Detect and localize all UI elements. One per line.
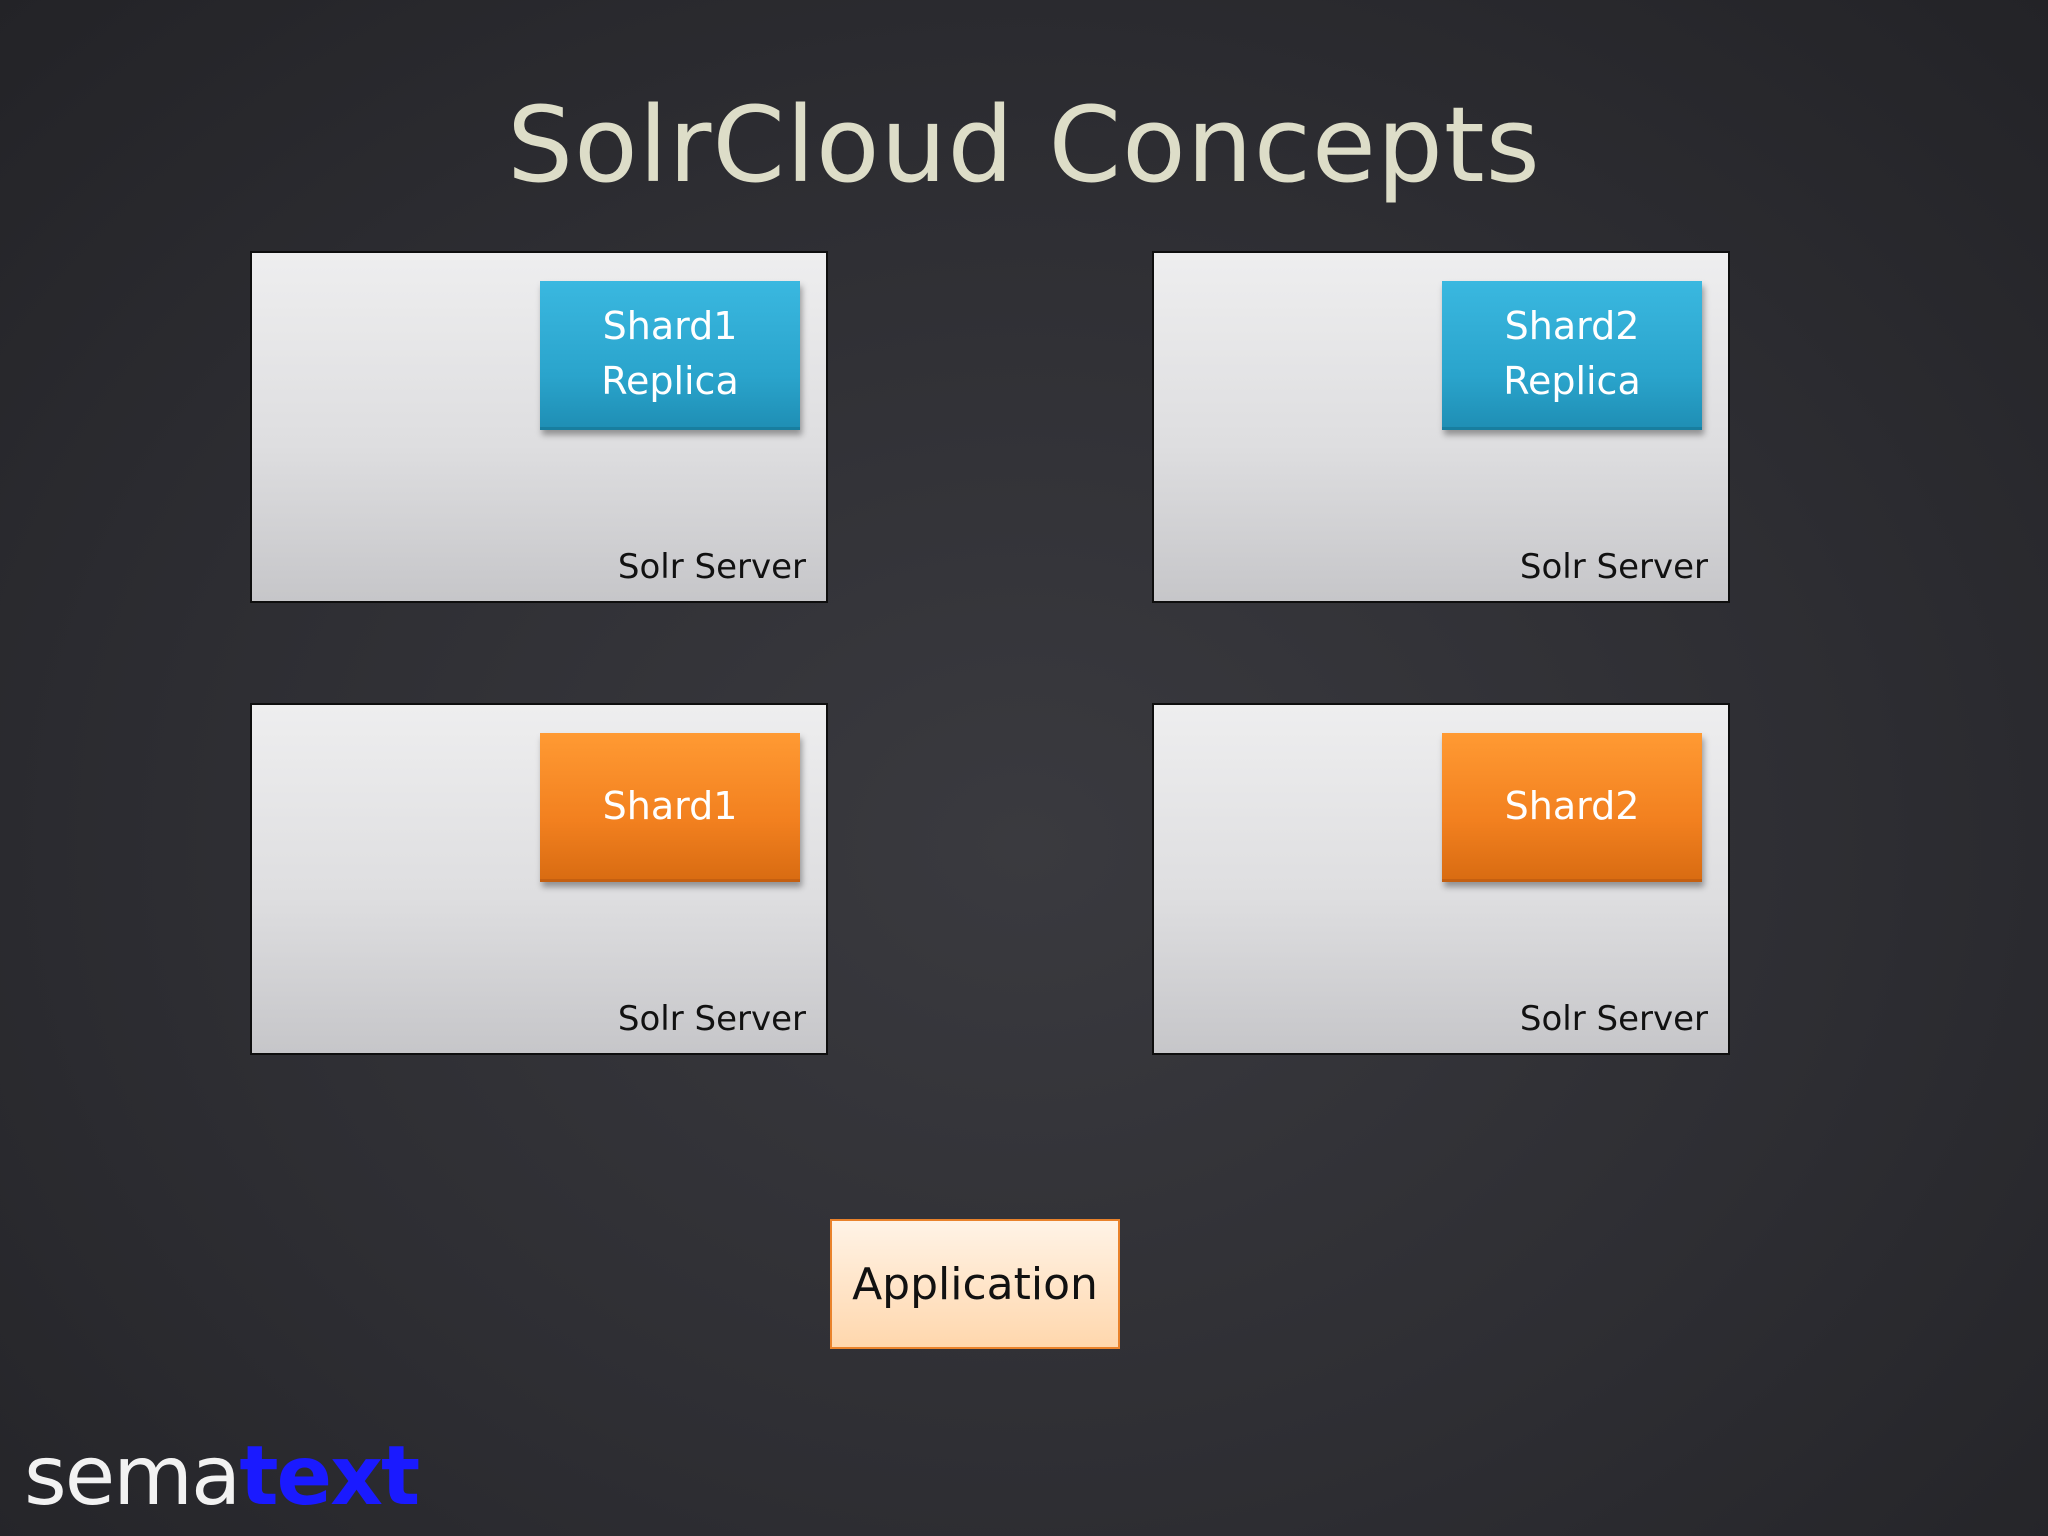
server-label: Solr Server bbox=[1519, 999, 1708, 1039]
solr-server-box: Shard2 Replica Solr Server bbox=[1152, 251, 1730, 603]
solr-server-box: Shard1 Replica Solr Server bbox=[250, 251, 828, 603]
shard1-replica-box: Shard1 Replica bbox=[540, 281, 800, 430]
shard-name: Shard1 bbox=[602, 783, 738, 828]
server-label: Solr Server bbox=[617, 999, 806, 1039]
shard-role: Replica bbox=[1503, 359, 1641, 403]
logo-text-sema: sema bbox=[24, 1429, 241, 1524]
solr-server-box: Shard1 Solr Server bbox=[250, 703, 828, 1055]
solr-server-box: Shard2 Solr Server bbox=[1152, 703, 1730, 1055]
shard1-box: Shard1 bbox=[540, 733, 800, 882]
shard2-replica-box: Shard2 Replica bbox=[1442, 281, 1702, 430]
shard2-box: Shard2 bbox=[1442, 733, 1702, 882]
application-box: Application bbox=[830, 1219, 1120, 1349]
server-label: Solr Server bbox=[617, 547, 806, 587]
slide-title: SolrCloud Concepts bbox=[507, 84, 1541, 206]
shard-name: Shard1 bbox=[602, 304, 738, 348]
shard-role: Replica bbox=[601, 359, 739, 403]
shard-name: Shard2 bbox=[1504, 783, 1640, 828]
logo-text-text: text bbox=[239, 1429, 420, 1524]
shard-name: Shard2 bbox=[1504, 304, 1640, 348]
sematext-logo: sematext bbox=[24, 1429, 420, 1524]
server-label: Solr Server bbox=[1519, 547, 1708, 587]
application-label: Application bbox=[852, 1258, 1098, 1310]
